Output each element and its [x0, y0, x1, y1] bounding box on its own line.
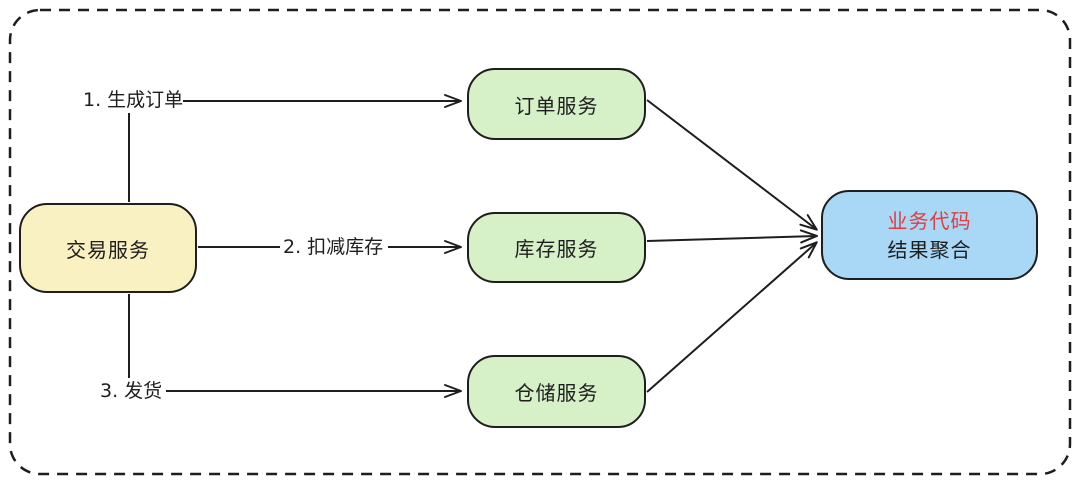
node-order-service: 订单服务	[467, 68, 646, 140]
node-transaction-service: 交易服务	[19, 203, 197, 293]
node-aggregate-business-code-label: 业务代码	[887, 208, 972, 233]
edge-order-aggregate-arrow	[646, 99, 818, 231]
node-warehouse-service: 仓储服务	[467, 355, 646, 428]
node-transaction-label: 交易服务	[66, 237, 150, 262]
dashed-border-frame	[8, 8, 1072, 476]
edge-inventory-aggregate-arrow	[646, 229, 818, 244]
node-aggregate-result-label: 结果聚合	[887, 237, 972, 262]
node-inventory-label: 库存服务	[514, 237, 599, 261]
edge-label-step1-generate-order: 1. 生成订单	[83, 89, 184, 111]
node-order-label: 订单服务	[514, 93, 599, 118]
node-result-aggregation: 业务代码 结果聚合	[821, 190, 1038, 280]
edge-label-step3-ship: 3. 发货	[100, 380, 163, 402]
edge-warehouse-aggregate-arrow	[646, 241, 818, 393]
node-warehouse-label: 仓储服务	[514, 381, 599, 405]
node-inventory-service: 库存服务	[467, 212, 646, 283]
edge-label-step2-deduct-inventory: 2. 扣减库存	[283, 236, 384, 258]
